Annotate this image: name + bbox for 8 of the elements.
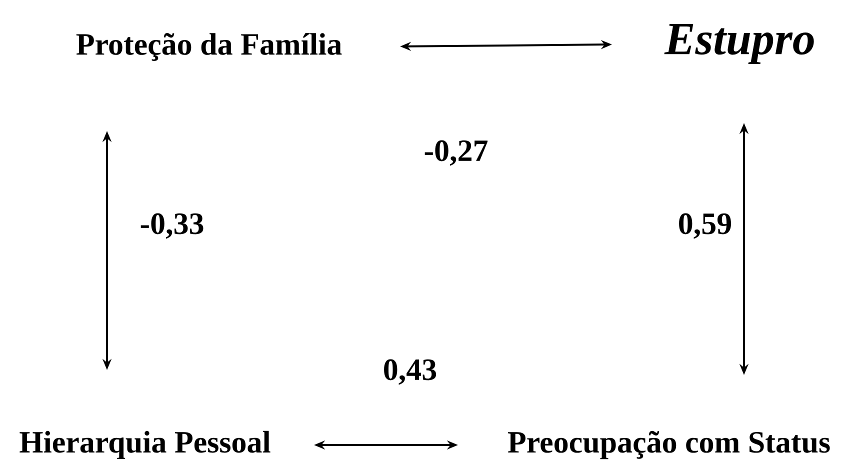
concept-label: Hierarquia Pessoal bbox=[20, 430, 270, 460]
edge-label: 0,43 bbox=[382, 358, 438, 386]
concept-label: Proteção da Família bbox=[76, 33, 342, 61]
concept-label: Preocupação com Status bbox=[508, 430, 830, 460]
edge-label: -0,33 bbox=[138, 212, 206, 240]
edge-label: -0,27 bbox=[422, 139, 490, 167]
concept-label: Estupro bbox=[664, 24, 814, 64]
edge-label: 0,59 bbox=[676, 212, 734, 240]
